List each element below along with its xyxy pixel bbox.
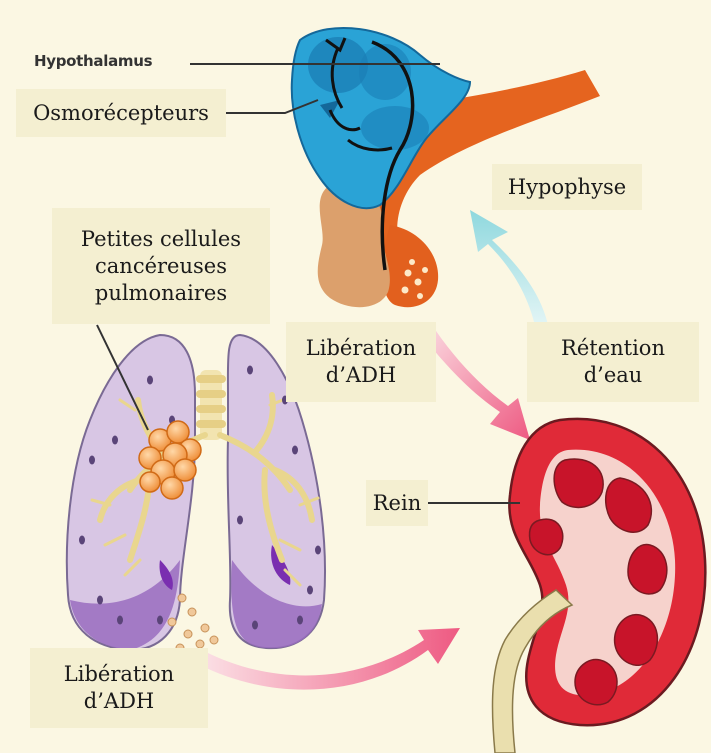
kidney-label: Rein — [366, 480, 428, 526]
cancer-cells-line-3: pulmonaires — [95, 280, 227, 307]
cancer-cells-line-2: cancéreuses — [95, 253, 227, 280]
posterior-pituitary — [382, 225, 438, 307]
adh-release-bottom-line-2: d’ADH — [84, 688, 154, 715]
hypothalamus-label: Hypothalamus — [34, 52, 152, 70]
adh-release-bottom-line-1: Libération — [64, 661, 174, 688]
adh-release-top-label: Libération d’ADH — [286, 322, 436, 402]
water-retention-label: Rétention d’eau — [527, 322, 699, 402]
water-retention-line-2: d’eau — [584, 362, 643, 389]
hypophyse-text: Hypophyse — [508, 174, 626, 201]
hypophyse-label: Hypophyse — [492, 164, 642, 210]
cancer-cells-label: Petites cellules cancéreuses pulmonaires — [52, 208, 270, 324]
water-retention-line-1: Rétention — [561, 335, 665, 362]
adh-release-bottom-label: Libération d’ADH — [30, 648, 208, 728]
kidney-text: Rein — [373, 490, 421, 517]
kidney — [492, 419, 705, 753]
osmoreceptors-label: Osmorécepteurs — [16, 89, 226, 137]
osmoreceptors-text: Osmorécepteurs — [33, 100, 209, 127]
adh-release-top-line-1: Libération — [306, 335, 416, 362]
adh-release-top-line-2: d’ADH — [326, 362, 396, 389]
water-retention-arrow — [470, 210, 548, 330]
cancer-cells-line-1: Petites cellules — [81, 226, 241, 253]
